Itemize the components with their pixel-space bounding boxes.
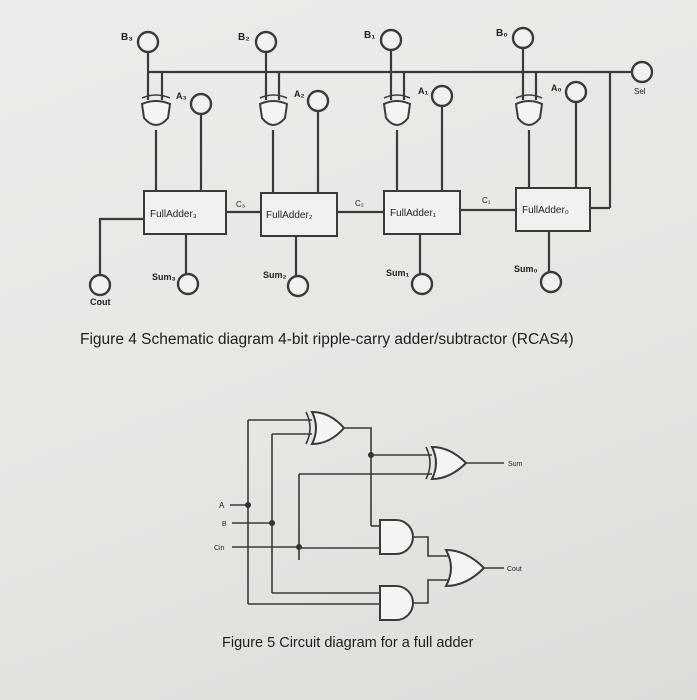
full-adder-1 (383, 190, 461, 235)
sum-output-label: Sum (508, 461, 523, 468)
sum0-terminal (539, 270, 563, 294)
cout-label: Cout (90, 297, 111, 307)
full-adder-3-label: FullAdder₃ (150, 209, 197, 220)
figure-4-caption: Figure 4 Schematic diagram 4-bit ripple-… (80, 331, 574, 348)
cout-wire (98, 217, 144, 275)
a1-label: A₁ (418, 86, 428, 96)
a3-label: A₃ (176, 91, 187, 101)
and-gate-upper (379, 519, 414, 555)
b0-label: B₀ (496, 28, 508, 39)
sum2-label: Sum₂ (263, 270, 287, 280)
cout-output-label: Cout (507, 566, 522, 573)
or-gate (444, 548, 486, 588)
carry-c3-label: C₃ (236, 200, 245, 209)
xor-gate-2 (258, 100, 289, 126)
input-b-label: B (222, 521, 227, 528)
xor-gate-3 (140, 100, 172, 126)
sel-terminal (630, 60, 654, 84)
cout-terminal (88, 273, 112, 297)
sum0-label: Sum₀ (514, 264, 538, 274)
full-adder-1-label: FullAdder₁ (390, 208, 437, 219)
stage-1: B₁ A₁ FullAdder₁ Sum₁ (364, 28, 461, 296)
xor-gate-second (430, 445, 468, 481)
sel-label: Sel (634, 87, 646, 96)
figure-5-caption: Figure 5 Circuit diagram for a full adde… (222, 635, 474, 651)
a2-label: A₂ (294, 89, 305, 99)
sum1-terminal (410, 272, 434, 296)
stage-3: B₃ A₃ FullAdder₃ Sum₃ (121, 30, 227, 296)
xor-gate-first (310, 410, 346, 446)
sum2-terminal (286, 274, 310, 298)
b3-label: B₃ (121, 32, 133, 43)
full-adder-2-label: FullAdder₂ (266, 210, 313, 221)
stage-0: B₀ A₀ FullAdder₀ Sum₀ (496, 26, 591, 294)
stage-2: B₂ A₂ FullAdder₂ Sum₂ (238, 30, 338, 298)
carry-c1-label: C₁ (482, 196, 491, 205)
full-adder-0-label: FullAdder₀ (522, 205, 569, 216)
carry-c2-label: C₂ (355, 199, 364, 208)
b1-label: B₁ (364, 30, 375, 41)
input-a-label: A (219, 501, 225, 510)
sum3-label: Sum₃ (152, 272, 176, 282)
full-adder-2 (260, 192, 338, 237)
sum1-label: Sum₁ (386, 268, 410, 278)
xor-gate-0 (514, 100, 544, 126)
input-cin-label: Cin (214, 545, 225, 552)
b2-label: B₂ (238, 32, 250, 43)
sum3-terminal (176, 272, 200, 296)
xor-gate-1 (382, 100, 412, 126)
a0-label: A₀ (551, 83, 562, 93)
and-gate-lower (379, 585, 414, 621)
